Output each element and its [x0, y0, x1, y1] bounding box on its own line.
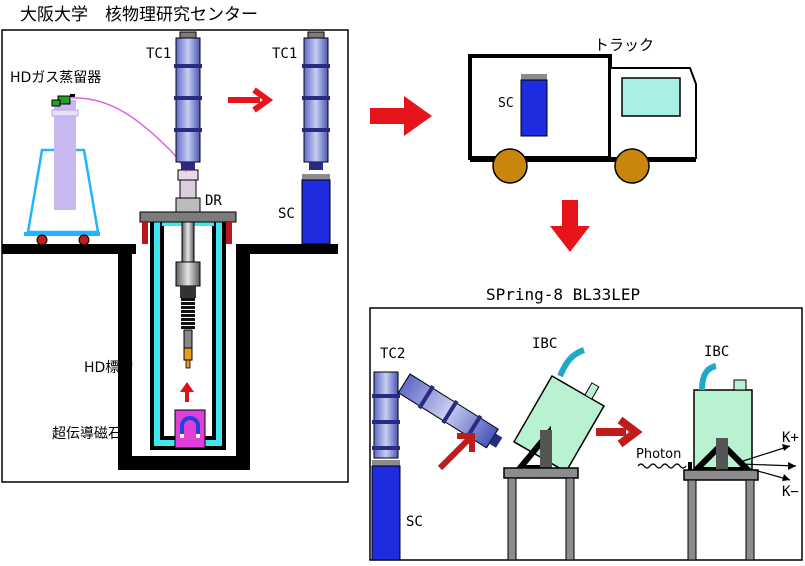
tc1-cryostat-on-sc: [302, 31, 330, 170]
floor-right: [236, 244, 338, 254]
osaka-panel-border: [1, 29, 349, 483]
floor-left: [2, 244, 136, 254]
dr-coil: [181, 298, 195, 329]
tc2-cryostat: [372, 371, 400, 459]
transfer-hose: [69, 97, 187, 173]
k-minus-label: K−: [782, 484, 799, 500]
tc1-cryostat-on-dr: [174, 31, 202, 170]
tc2-label: TC2: [380, 346, 405, 362]
horseshoe-magnet-icon: [180, 416, 200, 438]
flange-support-right: [226, 222, 232, 244]
hd-target-label: HD標的: [84, 360, 133, 376]
k-plus-label: K+: [782, 430, 799, 446]
hd-still-label: HDガス蒸留器: [10, 70, 101, 86]
hd-gas-still: [24, 94, 100, 246]
kaon-tracks: [739, 444, 797, 481]
photon-label: Photon: [636, 447, 681, 462]
dr-label: DR: [205, 193, 222, 209]
spring8-title: SPring-8 BL33LEP: [486, 285, 640, 304]
flange-support-left: [142, 222, 148, 244]
sc-storage-lab: [301, 179, 331, 245]
top-flange: [139, 211, 237, 223]
photon-beam: [637, 463, 687, 469]
arrow-tc2-to-ibc: [437, 435, 473, 471]
pit-floor: [118, 456, 250, 470]
sc-lab-label: SC: [278, 206, 295, 222]
tc1-right-label: TC1: [272, 46, 297, 62]
spring8-panel-border: [369, 307, 803, 561]
ibc-stand-tilted: [503, 425, 579, 561]
magnet-label: 超伝導磁石: [52, 426, 122, 442]
ibc-tilted-label: IBC: [532, 336, 557, 352]
ibc-upright-label: IBC: [704, 344, 729, 360]
sc-spring8-label: SC: [406, 514, 423, 530]
insertion-arrow: [180, 382, 194, 402]
hd-target-cell: [183, 347, 193, 361]
tc1-left-label: TC1: [146, 46, 171, 62]
truck-label: トラック: [594, 36, 654, 54]
pit-wall-right: [236, 244, 250, 470]
transport-truck: [468, 54, 697, 184]
tc2-tilted-insert: [397, 373, 503, 449]
arrow-to-truck: [370, 96, 432, 136]
arrow-to-spring8: [550, 200, 590, 252]
ibc-stand-upright: [683, 438, 759, 561]
osaka-title: 大阪大学 核物理研究センター: [20, 5, 258, 25]
sc-storage-spring8: [371, 465, 401, 561]
superconducting-magnet: [174, 409, 206, 449]
sc-truck-label: SC: [498, 96, 514, 111]
pit-wall-left: [118, 244, 132, 470]
dr-insert: [181, 221, 195, 263]
